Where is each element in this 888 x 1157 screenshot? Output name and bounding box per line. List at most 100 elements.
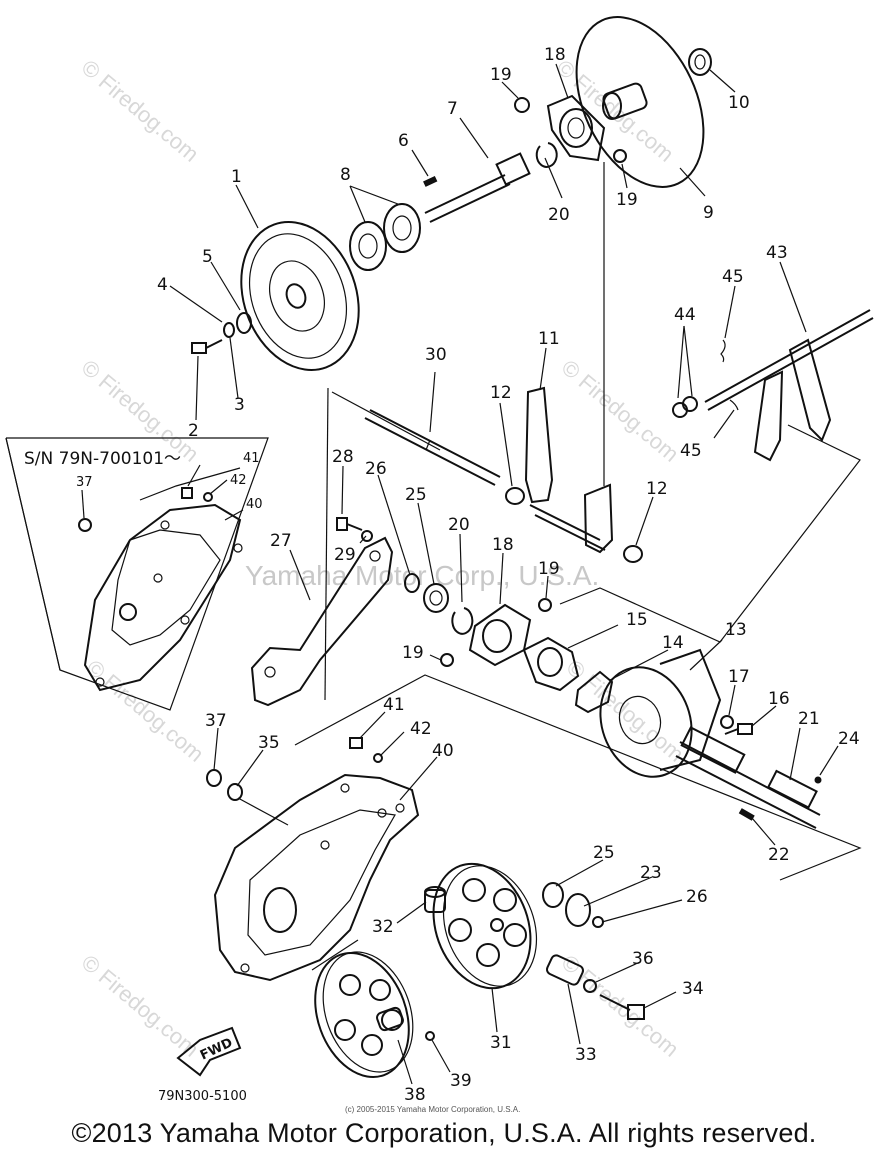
- label-21: 21: [798, 709, 820, 729]
- label-42-low: 42: [410, 719, 432, 739]
- part-45-pin-upper: [720, 339, 726, 363]
- watermark-4: © Firedog.com: [557, 355, 684, 467]
- part-30-shaft: [364, 409, 501, 486]
- part-24-pin: [814, 776, 822, 784]
- drawing-code: 79N300-5100: [158, 1089, 247, 1104]
- part-36-washer: [583, 979, 597, 993]
- part-34-bolt: [599, 994, 645, 1020]
- label-27: 27: [270, 531, 292, 551]
- part-19-nut-top-left: [514, 97, 530, 113]
- part-9-sheave-dish: [575, 16, 705, 188]
- leader-12-left: [499, 402, 513, 487]
- leader-11: [539, 347, 547, 391]
- label-26-low: 26: [686, 887, 708, 907]
- part-7-shaft: [423, 152, 531, 223]
- part-39-pin: [425, 1031, 435, 1041]
- label-5: 5: [202, 247, 213, 267]
- part-17-washer: [720, 715, 734, 729]
- label-37-inset: 37: [76, 475, 93, 490]
- part-31-sprocket: [432, 862, 538, 990]
- label-45-upper: 45: [722, 267, 744, 287]
- part-21-shaft: [675, 726, 821, 829]
- part-38-sprocket: [314, 951, 414, 1078]
- assembly-outline-lines: [237, 387, 862, 971]
- label-4: 4: [157, 275, 168, 295]
- part-10-seal: [688, 48, 712, 76]
- label-12-right: 12: [646, 479, 668, 499]
- part-15-hub: [522, 636, 580, 692]
- label-42-inset: 42: [230, 473, 247, 488]
- label-40-low: 40: [432, 741, 454, 761]
- part-28-bolt: [336, 517, 363, 531]
- leaders-lower: [213, 711, 683, 1085]
- label-29: 29: [334, 545, 356, 565]
- label-37-low: 37: [205, 711, 227, 731]
- label-8: 8: [340, 165, 351, 185]
- label-6: 6: [398, 131, 409, 151]
- label-31: 31: [490, 1033, 512, 1053]
- label-16: 16: [768, 689, 790, 709]
- label-9: 9: [703, 203, 714, 223]
- label-3: 3: [234, 395, 245, 415]
- part-8-bearings: [349, 203, 421, 271]
- part-45-pin-lower: [729, 399, 739, 411]
- serial-note: S/N 79N-700101～: [24, 449, 181, 469]
- label-19-a: 19: [490, 65, 512, 85]
- label-19-b: 19: [616, 190, 638, 210]
- leader-12-right: [635, 496, 654, 546]
- label-18-top: 18: [544, 45, 566, 65]
- label-32: 32: [372, 917, 394, 937]
- leaders-top: [169, 63, 736, 421]
- label-20-mid: 20: [448, 515, 470, 535]
- label-36: 36: [632, 949, 654, 969]
- label-17: 17: [728, 667, 750, 687]
- watermark-1: © Firedog.com: [77, 55, 204, 167]
- watermark-7: © Firedog.com: [77, 950, 204, 1062]
- label-23: 23: [640, 863, 662, 883]
- part-40-chain-case: [213, 773, 420, 982]
- leader-30: [429, 371, 436, 433]
- part-19-nut-top-right: [613, 149, 627, 163]
- part-14-plate: [574, 670, 614, 714]
- part-1-secondary-sheave: [240, 221, 360, 371]
- label-34: 34: [682, 979, 704, 999]
- watermark-5: © Firedog.com: [82, 655, 209, 767]
- part-12-bushing-right: [623, 545, 643, 563]
- copyright-footer: ©2013 Yamaha Motor Corporation, U.S.A. A…: [71, 1118, 817, 1148]
- serial-inset: [5, 437, 269, 711]
- label-44: 44: [674, 305, 696, 325]
- label-38: 38: [404, 1085, 426, 1105]
- label-45-lower: 45: [680, 441, 702, 461]
- label-14: 14: [662, 633, 684, 653]
- part-12-bushing-left: [505, 487, 525, 505]
- label-12-left: 12: [490, 383, 512, 403]
- part-33-spacer: [546, 954, 584, 986]
- part-11-bracket: [524, 386, 614, 554]
- part-43-shift-lever: [704, 309, 874, 462]
- label-19-d: 19: [402, 643, 424, 663]
- label-7: 7: [447, 99, 458, 119]
- label-33: 33: [575, 1045, 597, 1065]
- label-30: 30: [425, 345, 447, 365]
- part-13-drum: [599, 648, 722, 778]
- label-41-inset: 41: [243, 451, 260, 466]
- label-15: 15: [626, 610, 648, 630]
- leaders-middle: [289, 465, 839, 846]
- label-25-mid: 25: [405, 485, 427, 505]
- label-19-c: 19: [538, 559, 560, 579]
- part-2-3-4-5-fasteners: [191, 312, 252, 354]
- lower-gear-stack: [542, 882, 604, 928]
- label-43: 43: [766, 243, 788, 263]
- watermarks: © Firedog.com © Firedog.com © Firedog.co…: [77, 55, 689, 1062]
- leaders-43-45: [677, 261, 807, 439]
- label-39: 39: [450, 1071, 472, 1091]
- part-29-washer: [361, 530, 373, 542]
- label-2: 2: [188, 421, 199, 441]
- label-35: 35: [258, 733, 280, 753]
- label-22: 22: [768, 845, 790, 865]
- part-18-bearing-housing-top: [546, 94, 606, 162]
- label-40-inset: 40: [246, 497, 263, 512]
- part-27-bracket: [250, 536, 394, 707]
- part-labels: 1 2 3 4 5 6 7 8 9 10 11 12 12 13 14 15 1…: [24, 45, 860, 1114]
